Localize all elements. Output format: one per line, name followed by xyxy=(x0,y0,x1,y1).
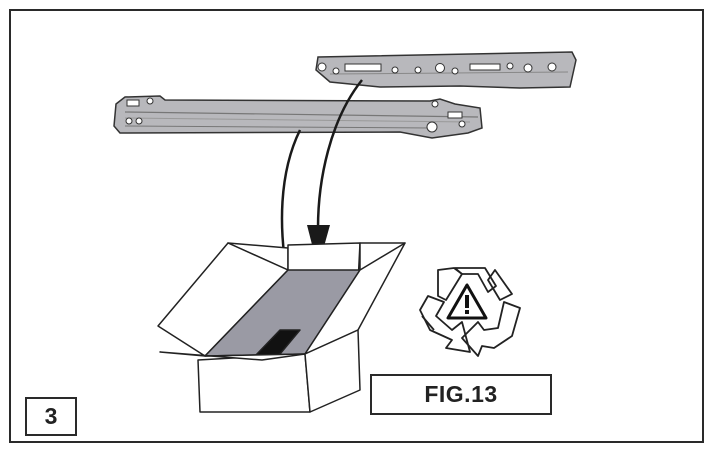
open-cardboard-box xyxy=(157,242,406,413)
figure-label-box: FIG.13 xyxy=(370,374,552,415)
recycling-symbol-icon xyxy=(419,267,521,357)
warning-triangle-icon xyxy=(446,283,488,320)
long-rail-part xyxy=(113,95,483,139)
outer-frame xyxy=(9,9,704,443)
upper-rail-part xyxy=(315,51,577,89)
step-number-box: 3 xyxy=(25,397,77,436)
